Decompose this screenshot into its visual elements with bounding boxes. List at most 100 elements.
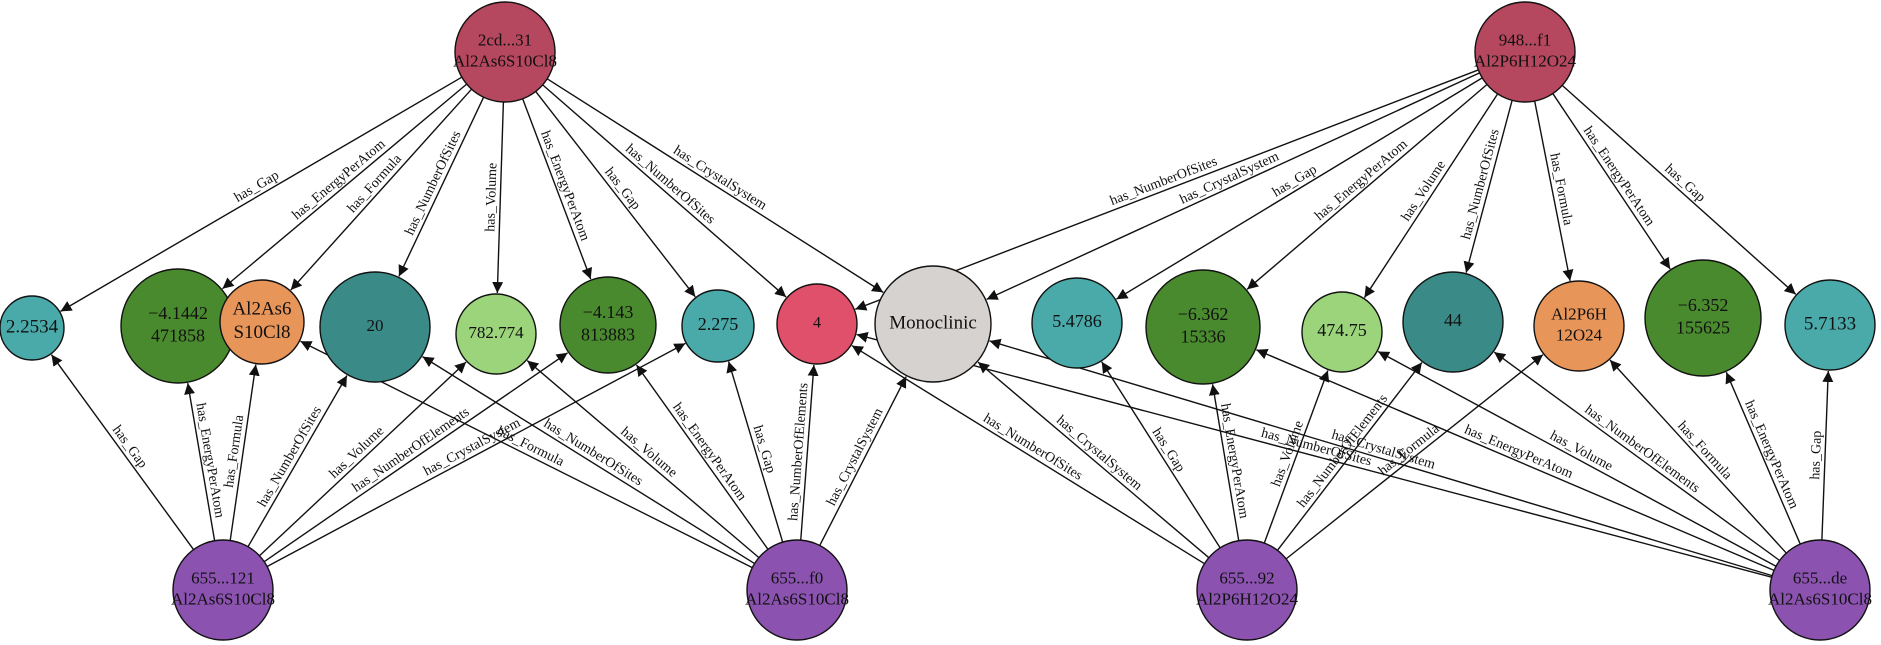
edge-b4-v12 bbox=[1377, 350, 1777, 567]
edge-t1-v1 bbox=[60, 76, 463, 312]
edge-label: has_EnergyPerAtom bbox=[192, 402, 226, 519]
edge-b4-v8 bbox=[856, 332, 1772, 578]
node-sites: 44 bbox=[1402, 271, 1504, 373]
edge-t1-v8 bbox=[542, 84, 787, 298]
node-label: 15336 bbox=[1181, 326, 1226, 346]
node-volume: 474.75 bbox=[1301, 291, 1383, 373]
node-gap: 2.275 bbox=[681, 289, 755, 363]
node-label: 655...de bbox=[1793, 568, 1847, 587]
node-circle bbox=[681, 289, 755, 363]
edge-t2-v16 bbox=[1561, 84, 1797, 295]
edge-b1-v3 bbox=[229, 364, 260, 541]
edge-t1-v7 bbox=[535, 91, 696, 298]
node-label: 2.275 bbox=[698, 314, 739, 334]
node-circle bbox=[1533, 280, 1625, 372]
edge-b4-v13 bbox=[1493, 351, 1781, 562]
edge-t1-v6 bbox=[521, 98, 592, 280]
node-circle bbox=[1196, 539, 1298, 641]
edge-b2-v7 bbox=[726, 361, 784, 543]
edge-b4-v11 bbox=[1256, 348, 1775, 572]
node-circle bbox=[1784, 279, 1876, 371]
edge-b3-v12 bbox=[1263, 370, 1330, 544]
edge-label: has_NumberOfSites bbox=[622, 142, 717, 228]
edge-b2-v4 bbox=[422, 356, 755, 565]
edge-b3-v14 bbox=[1285, 354, 1544, 560]
node-label: Al2P6H bbox=[1551, 304, 1607, 323]
node-label: −4.1442 bbox=[148, 303, 208, 323]
node-label: 471858 bbox=[151, 325, 205, 345]
edge-b4-v15 bbox=[1725, 371, 1801, 545]
node-circle bbox=[219, 279, 305, 365]
node-gap: 5.7133 bbox=[1784, 279, 1876, 371]
edge-label: has_Gap bbox=[601, 165, 643, 213]
edge-b3-v13 bbox=[1276, 362, 1423, 551]
edge-label: has_CrystalSystem bbox=[1053, 413, 1145, 494]
edge-label: has_Formula bbox=[1546, 152, 1575, 227]
node-circle bbox=[1644, 259, 1762, 377]
edge-t2-v15 bbox=[1552, 93, 1671, 270]
node-label: Al2As6S10Cl8 bbox=[171, 590, 275, 609]
edge-label: has_EnergyPerAtom bbox=[1741, 398, 1801, 511]
node-label: 5.4786 bbox=[1052, 311, 1102, 331]
edge-t2-v14 bbox=[1533, 100, 1574, 282]
node-label: Al2As6S10Cl8 bbox=[453, 52, 557, 71]
edge-b1-v7 bbox=[266, 342, 686, 568]
node-label: Al2As6S10Cl8 bbox=[1768, 590, 1872, 609]
edge-b4-v9 bbox=[989, 338, 1773, 577]
node-circle bbox=[1145, 269, 1261, 385]
edge-label: has_EnergyPerAtom bbox=[1580, 124, 1657, 229]
node-volume: 782.774 bbox=[455, 293, 537, 375]
node-label: Al2As6 bbox=[232, 298, 291, 319]
edge-b1-v5 bbox=[258, 361, 467, 557]
edge-t2-v8 bbox=[855, 69, 1479, 311]
edge-t1-v3 bbox=[290, 88, 473, 291]
node-circle bbox=[1474, 1, 1576, 103]
edge-b1-v1 bbox=[50, 354, 195, 551]
node-circle bbox=[1769, 539, 1871, 641]
node-formula: Al2As6S10Cl8 bbox=[219, 279, 305, 365]
edge-b3-v11 bbox=[1208, 384, 1240, 541]
node-circle bbox=[776, 283, 858, 365]
node-label: 4 bbox=[813, 315, 821, 332]
edge-label: has_NumberOfSites bbox=[255, 404, 325, 510]
node-label: 782.774 bbox=[468, 323, 524, 342]
node-label: −6.362 bbox=[1178, 304, 1229, 324]
edge-b1-v4 bbox=[247, 375, 348, 548]
node-label: 5.7133 bbox=[1804, 313, 1856, 334]
edge-t2-v13 bbox=[1463, 100, 1513, 273]
edge-b3-v8 bbox=[851, 344, 1205, 565]
node-label: 655...f0 bbox=[771, 568, 823, 587]
edge-b3-v10 bbox=[1101, 361, 1221, 549]
node-label: Al2P6H12O24 bbox=[1196, 590, 1299, 609]
node-circle bbox=[454, 1, 556, 103]
node-circle bbox=[874, 265, 992, 383]
node-label: 813883 bbox=[581, 324, 635, 344]
edge-label: has_CrystalSystem bbox=[824, 406, 886, 508]
edge-t2-v10 bbox=[1115, 77, 1483, 300]
node-circle bbox=[1301, 291, 1383, 373]
edge-label: has_Gap bbox=[1149, 426, 1188, 475]
edge-label: has_EnergyPerAtom bbox=[1217, 402, 1251, 519]
node-elements: 4 bbox=[776, 283, 858, 365]
edge-label: has_NumberOfSites bbox=[1459, 128, 1503, 242]
node-label: Monoclinic bbox=[889, 312, 977, 333]
edge-b4-v16 bbox=[1821, 370, 1834, 541]
edge-b1-v6 bbox=[263, 352, 569, 563]
node-label: 20 bbox=[367, 316, 384, 335]
edge-label: has_Gap bbox=[1661, 162, 1708, 206]
node-circle bbox=[1402, 271, 1504, 373]
node-label: 948...f1 bbox=[1499, 30, 1551, 49]
node-formula: Al2P6H12O24 bbox=[1533, 280, 1625, 372]
edge-t1-v5 bbox=[492, 101, 505, 294]
node-label: Al2P6H12O24 bbox=[1474, 52, 1577, 71]
edge-b4-v14 bbox=[1609, 359, 1787, 554]
node-label: 655...121 bbox=[191, 568, 255, 587]
node-label: 655...92 bbox=[1219, 568, 1274, 587]
